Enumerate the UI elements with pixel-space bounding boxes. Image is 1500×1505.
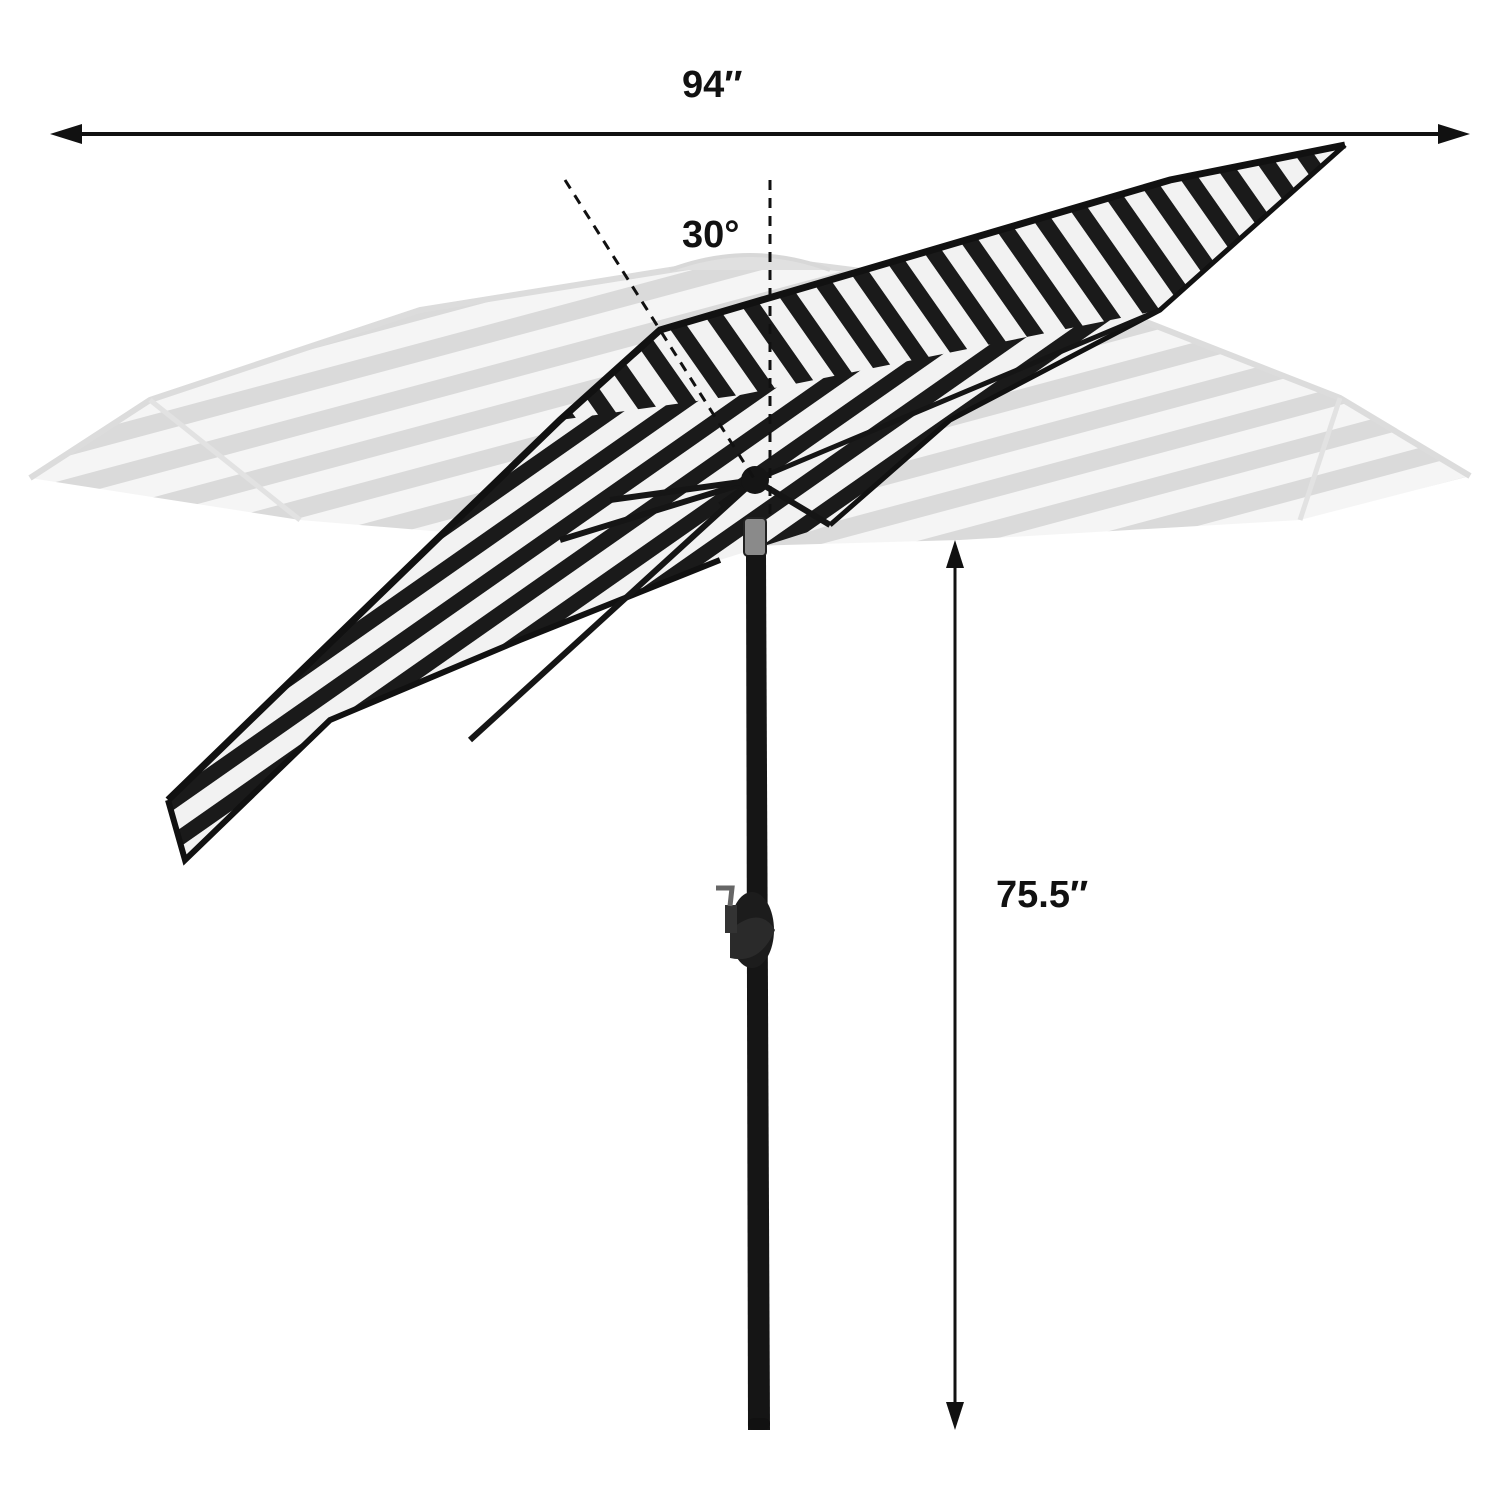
height-dimension-label: 75.5″ (996, 874, 1089, 916)
tilt-angle-label: 30° (682, 214, 740, 256)
width-dimension-line (50, 124, 1470, 144)
crank-handle-icon (716, 885, 775, 968)
width-dimension-label: 94″ (682, 64, 743, 106)
height-dimension-line (946, 540, 964, 1430)
tilted-canopy-icon (165, 141, 1347, 866)
tilt-angle-guides (563, 179, 772, 520)
umbrella-pole (743, 517, 770, 1430)
